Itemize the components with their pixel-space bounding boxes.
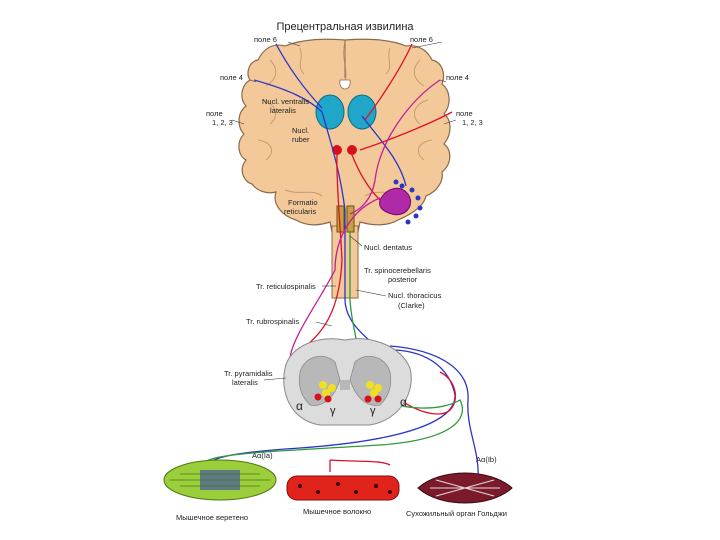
label-nucl-ventralis-a: Nucl. ventralis bbox=[262, 97, 309, 106]
cerebellum-dentate bbox=[379, 179, 423, 225]
label-nucl-dentatus: Nucl. dentatus bbox=[364, 243, 412, 252]
leader-lines bbox=[231, 41, 457, 381]
label-pole4-right: поле 4 bbox=[446, 73, 469, 82]
label-formatio-a: Formatio bbox=[288, 198, 318, 207]
label-fiber: Мышечное волокно bbox=[303, 507, 371, 516]
thalamus-right bbox=[347, 94, 377, 130]
muscle-fiber bbox=[286, 475, 400, 501]
thalamus-left bbox=[315, 94, 345, 130]
labels: поле 6 поле 6 поле 4 поле 4 поле 1, 2, 3… bbox=[176, 35, 507, 522]
diagram-title: Прецентральная извилина bbox=[276, 21, 414, 33]
label-gamma-left: γ bbox=[330, 405, 336, 417]
label-pole123-left-b: 1, 2, 3 bbox=[212, 118, 233, 127]
label-pole123-right-b: 1, 2, 3 bbox=[462, 118, 483, 127]
ventricle bbox=[339, 79, 351, 90]
label-aa-ia: Aα(Ia) bbox=[252, 451, 273, 460]
label-tr-pyramidalis-a: Tr. pyramidalis bbox=[224, 369, 273, 378]
label-nucl-ventralis-b: lateralis bbox=[270, 106, 296, 115]
label-spindle: Мышечное веретено bbox=[176, 513, 248, 522]
pathway-blue bbox=[209, 43, 479, 481]
label-nucl-ruber-a: Nucl. bbox=[292, 126, 309, 135]
label-alpha-left: α bbox=[296, 399, 303, 413]
formatio-reticularis-right bbox=[346, 205, 355, 233]
label-aa-ib: Aα(Ib) bbox=[476, 455, 497, 464]
label-alpha-right: α bbox=[400, 395, 407, 409]
label-tr-rubrospinalis: Tr. rubrospinalis bbox=[246, 317, 299, 326]
red-nucleus-right bbox=[347, 145, 357, 155]
label-tr-pyramidalis-b: lateralis bbox=[232, 378, 258, 387]
golgi-tendon-organ bbox=[417, 472, 513, 504]
label-formatio-b: reticularis bbox=[284, 207, 316, 216]
red-nucleus-left bbox=[332, 145, 342, 155]
label-pole123-left-a: поле bbox=[206, 109, 223, 118]
muscle-spindle bbox=[163, 459, 277, 501]
label-tr-reticulospinalis: Tr. reticulospinalis bbox=[256, 282, 316, 291]
label-pole4-left: поле 4 bbox=[220, 73, 243, 82]
label-nucl-thoracicus-a: Nucl. thoracicus bbox=[388, 291, 442, 300]
label-nucl-thoracicus-b: (Clarke) bbox=[398, 301, 425, 310]
label-pole123-right-a: поле bbox=[456, 109, 473, 118]
label-gamma-right: γ bbox=[370, 405, 376, 417]
label-tr-spinocerebellaris-a: Tr. spinocerebellaris bbox=[364, 266, 431, 275]
spinal-cord bbox=[283, 338, 412, 426]
label-pole6-right: поле 6 bbox=[410, 35, 433, 44]
label-golgi: Сухожильный орган Гольджи bbox=[406, 509, 507, 518]
label-tr-spinocerebellaris-b: posterior bbox=[388, 275, 418, 284]
label-pole6-left: поле 6 bbox=[254, 35, 277, 44]
label-nucl-ruber-b: ruber bbox=[292, 135, 310, 144]
